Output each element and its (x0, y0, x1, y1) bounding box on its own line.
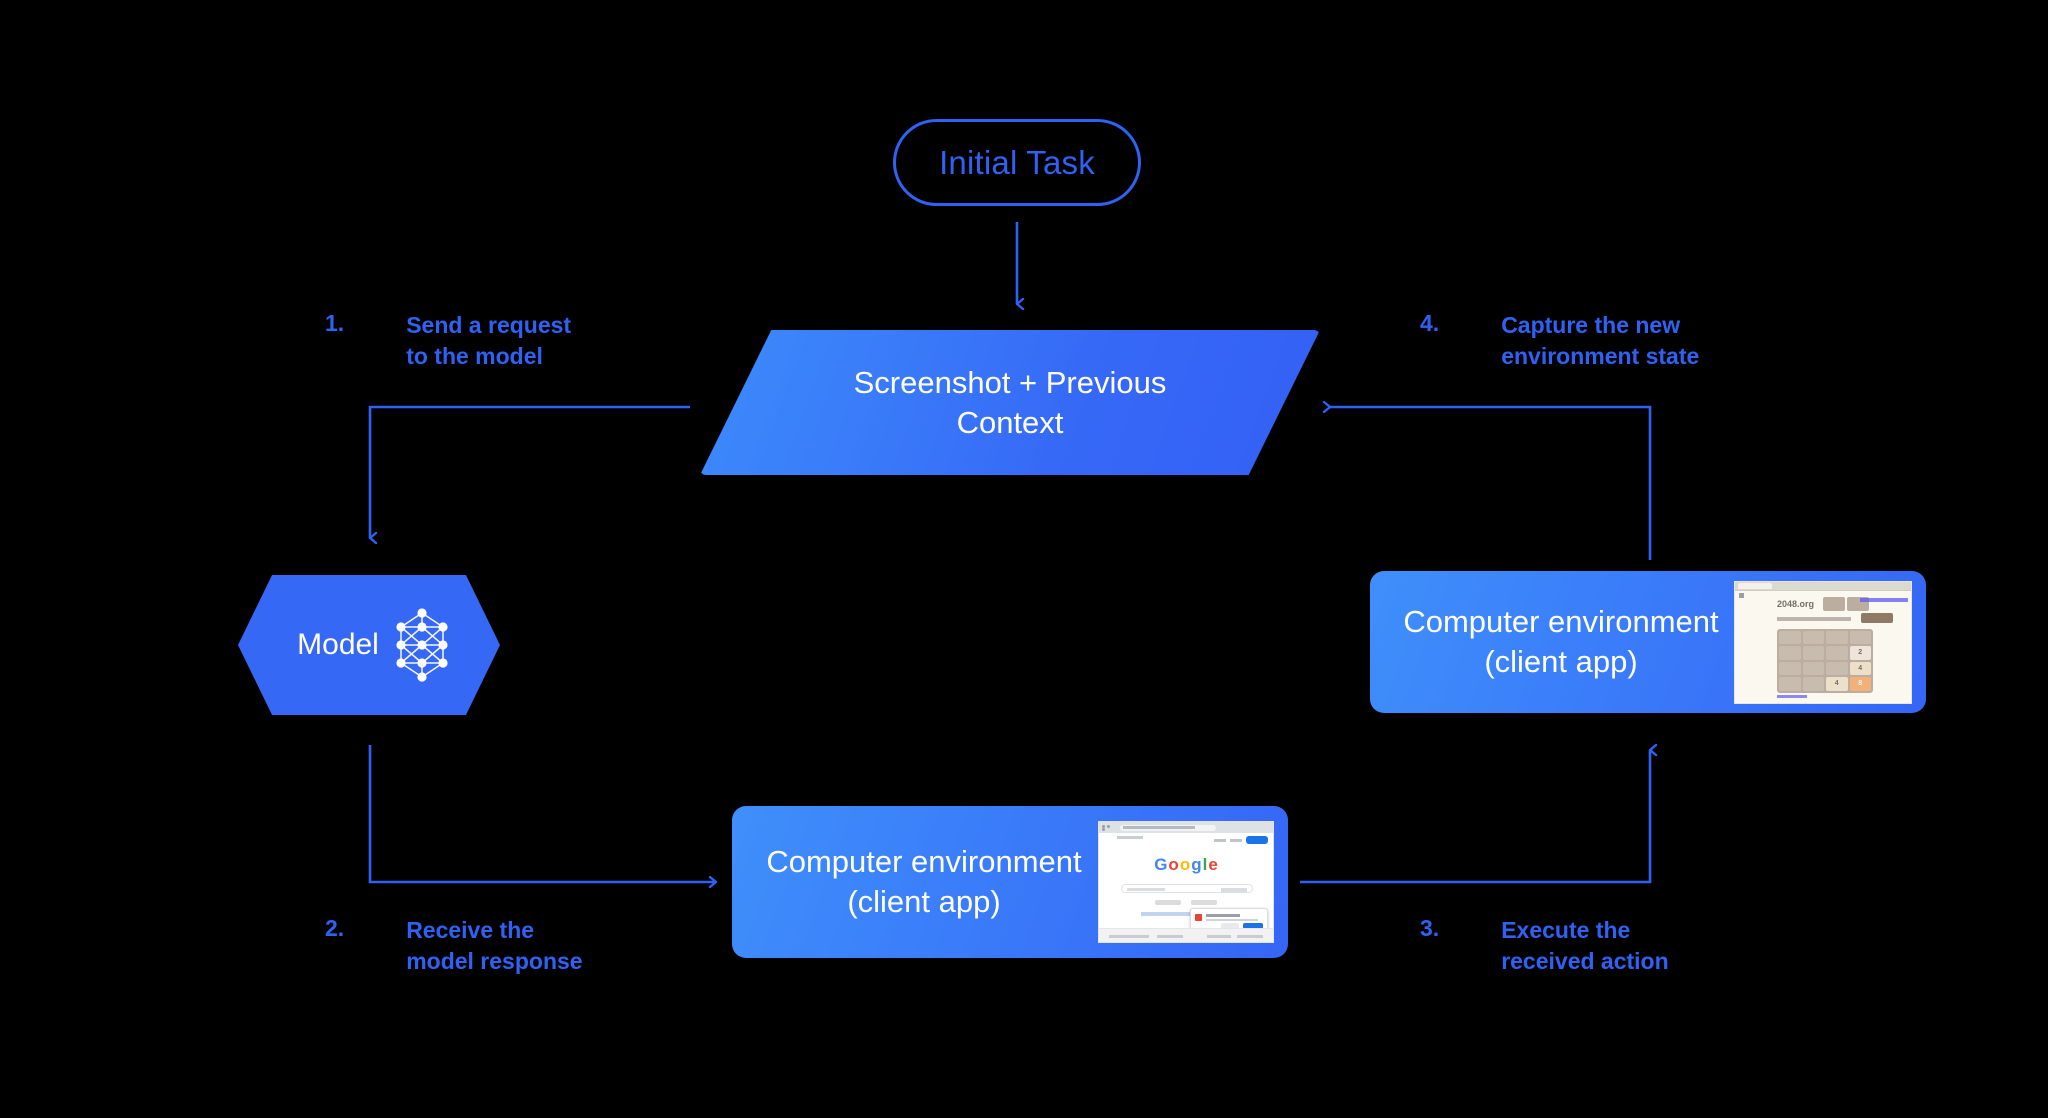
step-1-number: 1. (325, 310, 345, 336)
initial-task-label: Initial Task (939, 143, 1095, 181)
2048-footer (1777, 694, 1873, 699)
step-4: 4. Capture the new environment state (1420, 310, 1699, 371)
connector-context-to-model (368, 405, 690, 538)
browser-tab (1738, 583, 1772, 589)
env-node-top[interactable]: Computer environment (client app) 2048.o… (1370, 571, 1926, 713)
neural-network-icon (391, 606, 453, 684)
window-controls (1102, 825, 1116, 831)
language-links (1141, 912, 1231, 916)
env-top-line1: Computer environment (1403, 603, 1719, 639)
context-node-line1: Screenshot + Previous (853, 364, 1167, 400)
tile-4: 4 (1849, 661, 1871, 675)
tile-empty (1779, 661, 1801, 675)
tile-2: 2 (1849, 646, 1871, 660)
env-bottom-caption: Computer environment (client app) (732, 842, 1098, 923)
tile-value: 4 (1834, 680, 1839, 688)
logo-letter: o (1179, 855, 1191, 874)
tile-empty (1802, 646, 1824, 660)
dialog-icon (1195, 914, 1202, 921)
tile-empty (1779, 646, 1801, 660)
step-1-text: Send a request to the model (406, 312, 572, 369)
env-bottom-line2: (client app) (847, 884, 1001, 919)
new-game-button[interactable] (1861, 612, 1893, 623)
tile-empty (1849, 630, 1871, 644)
browser-titlebar (1735, 581, 1911, 591)
env-top-caption: Computer environment (client app) (1370, 602, 1734, 683)
2048-game-screenshot: 2048.org 2 4 4 8 (1734, 580, 1912, 704)
initial-task-node[interactable]: Initial Task (893, 119, 1141, 206)
env-bottom-line1: Computer environment (766, 843, 1082, 879)
tile-empty (1779, 630, 1801, 644)
search-buttons[interactable] (1155, 900, 1217, 905)
context-node-shape (700, 330, 1320, 475)
tile-empty (1802, 661, 1824, 675)
page-header-right (1214, 836, 1268, 844)
context-node[interactable]: Screenshot + Previous Context (700, 330, 1320, 475)
tile-empty (1826, 646, 1848, 660)
env-top-line2: (client app) (1484, 644, 1638, 679)
step-1: 1. Send a request to the model (325, 310, 571, 371)
connector-env-top-to-context (1330, 407, 1652, 560)
logo-letter: e (1208, 855, 1218, 874)
2048-subtitle (1777, 616, 1851, 621)
sign-in-button[interactable] (1246, 836, 1268, 844)
step-2-number: 2. (325, 915, 345, 941)
model-node-shape (238, 575, 500, 715)
context-node-text: Screenshot + Previous Context (700, 330, 1320, 475)
model-label: Model (297, 628, 379, 661)
connector-env-bottom-to-env-top (1300, 750, 1650, 884)
search-input[interactable] (1121, 884, 1253, 893)
tile-empty (1826, 661, 1848, 675)
context-node-line2: Context (956, 404, 1064, 440)
tile-empty (1802, 630, 1824, 644)
score-box (1823, 596, 1845, 611)
logo-letter: g (1191, 855, 1202, 874)
step-4-number: 4. (1420, 310, 1440, 336)
tile-4: 4 (1826, 677, 1848, 691)
chevron-down-icon (1739, 592, 1744, 598)
tile-empty (1802, 677, 1824, 691)
logo-letter: o (1168, 855, 1179, 874)
tile-value: 2 (1858, 649, 1863, 657)
tile-value: 8 (1858, 680, 1863, 688)
step-3-text: Execute the received action (1501, 917, 1669, 974)
step-4-text: Capture the new environment state (1501, 312, 1700, 369)
tile-8: 8 (1849, 677, 1871, 691)
dialog-cancel-button[interactable] (1221, 923, 1239, 929)
logo-letter: G (1154, 855, 1168, 874)
2048-grid[interactable]: 2 4 4 8 (1777, 628, 1873, 693)
step-2: 2. Receive the model response (325, 915, 583, 976)
page-footer (1099, 928, 1273, 942)
logo-letter: l (1202, 855, 1208, 874)
tile-empty (1826, 630, 1848, 644)
env-top-thumbnail: 2048.org 2 4 4 8 (1734, 580, 1912, 704)
bookmark-row (1117, 836, 1143, 839)
dialog-confirm-button[interactable] (1243, 923, 1263, 929)
2048-site-title: 2048.org (1777, 598, 1815, 609)
address-bar-text (1123, 826, 1195, 829)
tile-empty (1779, 677, 1801, 691)
connector-model-to-env-bottom (368, 745, 716, 882)
tile-value: 4 (1858, 664, 1863, 672)
step-2-text: Receive the model response (406, 917, 583, 974)
model-node[interactable]: Model (238, 575, 500, 715)
step-3: 3. Execute the received action (1420, 915, 1669, 976)
search-icon (1221, 887, 1247, 892)
step-3-number: 3. (1420, 915, 1440, 941)
header-link (1860, 597, 1908, 602)
